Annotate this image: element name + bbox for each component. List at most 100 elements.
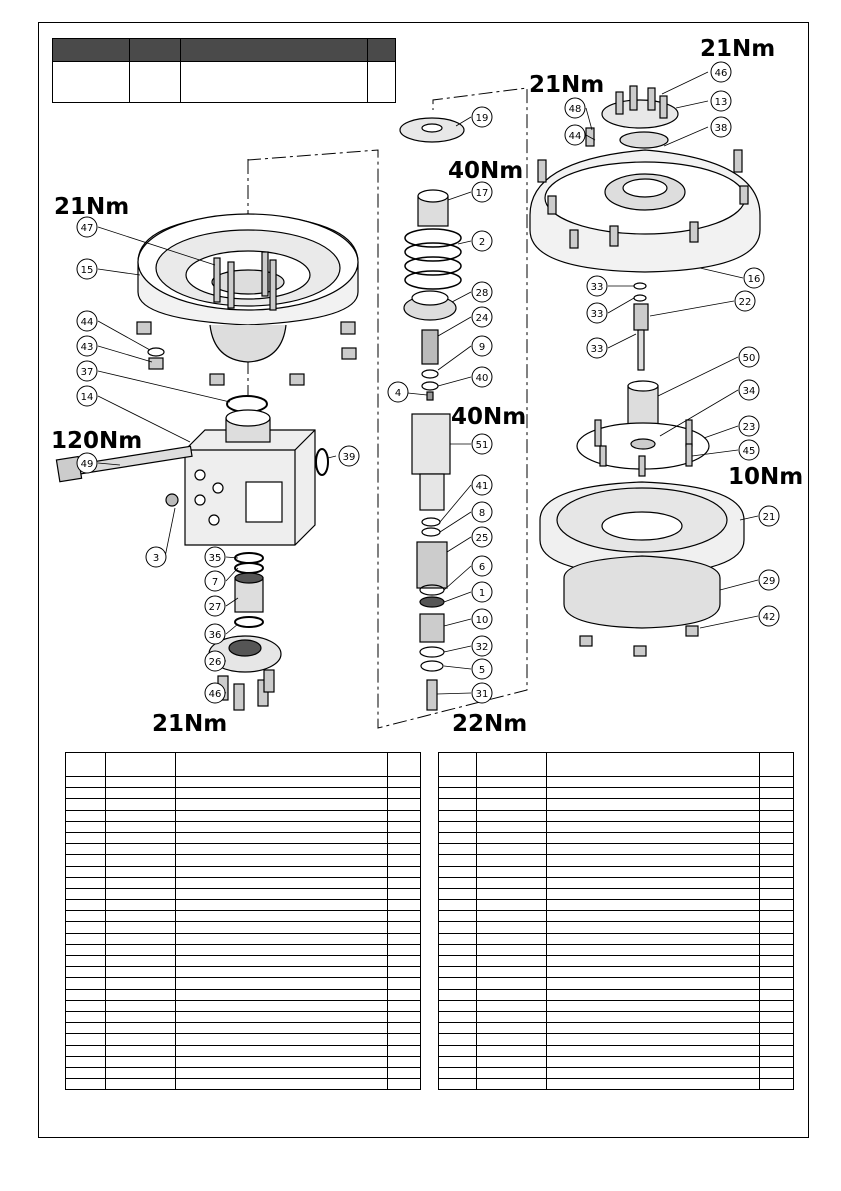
callout-49: 49	[76, 452, 98, 474]
svg-text:24: 24	[476, 313, 489, 324]
right-assembly	[529, 85, 761, 657]
svg-text:29: 29	[763, 576, 776, 587]
callout-45: 45	[738, 439, 760, 461]
svg-text:38: 38	[715, 123, 728, 134]
callout-47: 47	[76, 216, 98, 238]
svg-text:41: 41	[476, 481, 489, 492]
callout-circles: 47 15 44 43 37 14 49 3 35 7 27 36 26 46 …	[76, 61, 780, 704]
callout-38: 38	[710, 116, 732, 138]
svg-text:35: 35	[209, 553, 222, 564]
svg-text:44: 44	[569, 131, 582, 142]
leader-lines	[97, 71, 759, 695]
svg-text:44: 44	[81, 317, 94, 328]
torque-label-40-lower: 40Nm	[451, 404, 526, 430]
svg-text:7: 7	[212, 577, 218, 588]
svg-text:17: 17	[476, 188, 489, 199]
torque-label-10: 10Nm	[728, 464, 803, 490]
svg-text:32: 32	[476, 642, 489, 653]
callout-29: 29	[758, 569, 780, 591]
svg-text:33: 33	[591, 309, 604, 320]
svg-text:2: 2	[479, 237, 485, 248]
svg-text:42: 42	[763, 612, 776, 623]
callout-41: 41	[471, 474, 493, 496]
callout-50: 50	[738, 346, 760, 368]
callout-7: 7	[204, 570, 226, 592]
torque-labels: 21Nm 21Nm 40Nm 21Nm 40Nm 120Nm 10Nm 21Nm…	[51, 36, 803, 737]
svg-text:9: 9	[479, 342, 485, 353]
assembly-centerline	[247, 87, 528, 729]
callout-33b: 33	[586, 302, 608, 324]
svg-text:21: 21	[763, 512, 776, 523]
svg-text:34: 34	[743, 386, 756, 397]
callout-17: 17	[471, 181, 493, 203]
title-block-table	[52, 38, 396, 103]
svg-text:45: 45	[743, 446, 756, 457]
parts-table-right	[438, 752, 794, 1091]
callout-44-right: 44	[564, 124, 586, 146]
callout-24: 24	[471, 306, 493, 328]
callout-46-right: 46	[710, 61, 732, 83]
svg-text:3: 3	[153, 553, 159, 564]
svg-text:22: 22	[739, 297, 752, 308]
svg-text:47: 47	[81, 223, 94, 234]
callout-4: 4	[387, 381, 409, 403]
callout-16: 16	[743, 267, 765, 289]
callout-3: 3	[145, 546, 167, 568]
callout-6: 6	[471, 555, 493, 577]
parts-table-left	[65, 752, 421, 1091]
svg-text:48: 48	[569, 104, 582, 115]
svg-text:50: 50	[743, 353, 756, 364]
callout-19: 19	[471, 106, 493, 128]
svg-text:5: 5	[479, 665, 485, 676]
callout-43: 43	[76, 335, 98, 357]
svg-text:19: 19	[476, 113, 489, 124]
svg-text:46: 46	[209, 689, 222, 700]
callout-32: 32	[471, 635, 493, 657]
svg-text:49: 49	[81, 459, 94, 470]
svg-text:6: 6	[479, 562, 485, 573]
callout-39: 39	[338, 445, 360, 467]
callout-48: 48	[564, 97, 586, 119]
svg-text:46: 46	[715, 68, 728, 79]
torque-label-bottom-22: 22Nm	[452, 711, 527, 737]
svg-text:31: 31	[476, 689, 489, 700]
svg-text:16: 16	[748, 274, 761, 285]
callout-51: 51	[471, 433, 493, 455]
svg-text:15: 15	[81, 265, 94, 276]
svg-text:51: 51	[476, 440, 489, 451]
callout-21: 21	[758, 505, 780, 527]
callout-35: 35	[204, 546, 226, 568]
svg-text:36: 36	[209, 630, 222, 641]
svg-text:4: 4	[395, 388, 401, 399]
torque-label-40-upper: 40Nm	[448, 158, 523, 184]
svg-text:25: 25	[476, 533, 489, 544]
callout-26: 26	[204, 650, 226, 672]
page-border	[38, 22, 809, 1138]
svg-text:1: 1	[479, 588, 485, 599]
svg-text:13: 13	[715, 97, 728, 108]
callout-40: 40	[471, 366, 493, 388]
svg-text:43: 43	[81, 342, 94, 353]
svg-text:37: 37	[81, 367, 94, 378]
callout-15: 15	[76, 258, 98, 280]
exploded-assembly-drawing: 47 15 44 43 37 14 49 3 35 7 27 36 26 46 …	[51, 36, 803, 737]
svg-text:28: 28	[476, 288, 489, 299]
callout-34: 34	[738, 379, 760, 401]
callout-31: 31	[471, 682, 493, 704]
callout-28: 28	[471, 281, 493, 303]
svg-text:40: 40	[476, 373, 489, 384]
torque-label-top-right: 21Nm	[700, 36, 775, 62]
callout-9: 9	[471, 335, 493, 357]
callout-36: 36	[204, 623, 226, 645]
callout-13: 13	[710, 90, 732, 112]
torque-label-top-mid: 21Nm	[529, 72, 604, 98]
svg-text:27: 27	[209, 602, 222, 613]
svg-text:23: 23	[743, 422, 756, 433]
callout-14: 14	[76, 385, 98, 407]
torque-label-left-21: 21Nm	[54, 194, 129, 220]
callout-2: 2	[471, 230, 493, 252]
callout-46-left: 46	[204, 682, 226, 704]
callout-23: 23	[738, 415, 760, 437]
torque-label-120: 120Nm	[51, 428, 142, 454]
callout-37: 37	[76, 360, 98, 382]
